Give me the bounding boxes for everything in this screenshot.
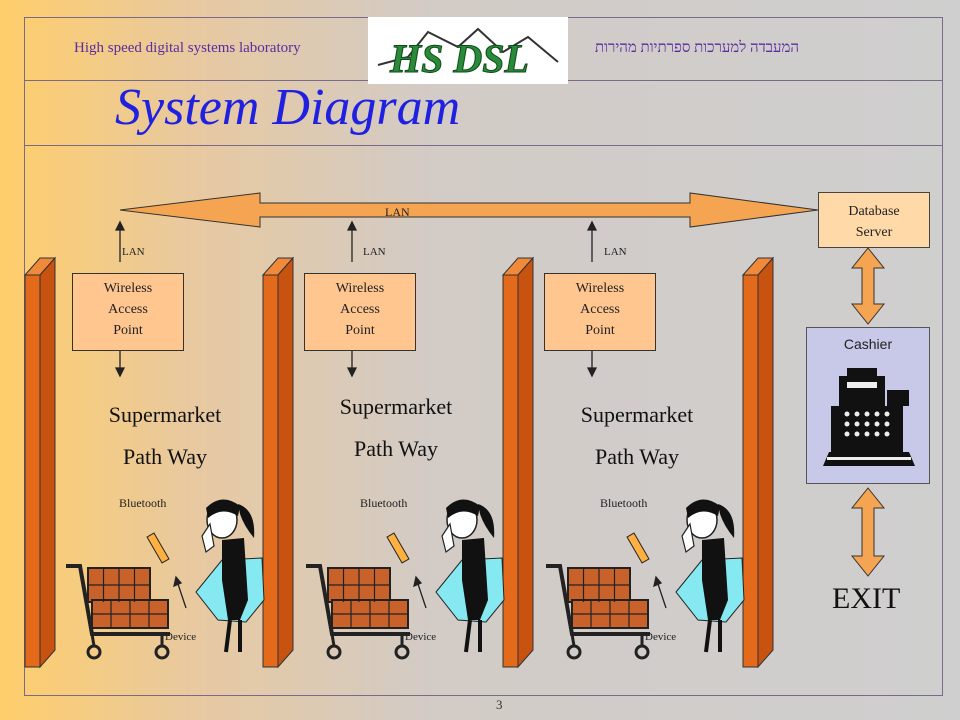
shopper-2 [435,499,505,653]
wireless-access-point-1: Wireless Access Point [72,273,184,351]
shopper-3 [675,499,745,653]
ap-1-line3: Point [113,323,143,338]
db-cashier-double-arrow [850,247,886,325]
path-3-line1: Supermarket [580,402,694,427]
device-label-2: Device [405,631,437,643]
device-label-3: Device [645,631,677,643]
cashier-exit-double-arrow [850,487,886,577]
database-server-line1: Database [848,204,900,219]
lane-3-arrows [586,220,667,609]
lab-name-english: High speed digital systems laboratory [74,40,301,56]
cashier-label: Cashier [843,336,893,352]
shelf-4 [741,256,775,669]
bluetooth-device-3 [626,532,650,564]
ap-2-line2: Access [340,302,380,317]
lan-backbone-arrow [119,192,819,228]
path-way-label-1: Supermarket Path Way [75,394,255,478]
logo-graphic: HS DSL [377,27,559,82]
bluetooth-label-2: Bluetooth [360,496,408,510]
ap-3-line2: Access [580,302,620,317]
path-2-line2: Path Way [354,436,438,461]
title-divider [24,145,943,146]
ap-1-line2: Access [108,302,148,317]
page-number: 3 [496,697,503,712]
path-way-label-2: Supermarket Path Way [306,386,486,470]
path-1-line1: Supermarket [108,402,222,427]
lane-2-arrows [346,220,427,609]
database-server-box: Database Server [818,192,930,248]
wireless-access-point-3: Wireless Access Point [544,273,656,351]
shelf-2 [261,256,295,669]
shelf-3 [501,256,535,669]
bluetooth-label-1: Bluetooth [119,496,167,510]
shopper-1 [195,499,265,653]
ap-1-line1: Wireless [103,281,153,296]
lane-figures [66,499,745,660]
shelf-1 [23,256,57,669]
bluetooth-device-2 [386,532,410,564]
page-title: System Diagram [115,79,461,136]
lane-2-lan-label: LAN [363,246,386,258]
shopping-cart-3 [546,564,650,660]
lane-1-arrows [114,220,187,609]
lane-3-lan-label: LAN [604,246,627,258]
exit-label: EXIT [832,582,901,615]
lane-1-lan-label: LAN [122,246,145,258]
cashier-panel: Cashier [806,327,930,484]
path-2-line1: Supermarket [339,394,453,419]
cash-register-icon [823,368,915,466]
path-way-label-3: Supermarket Path Way [547,394,727,478]
path-3-line2: Path Way [595,444,679,469]
shopping-cart-1 [66,564,170,660]
shopping-cart-2 [306,564,410,660]
hsdsl-logo: HS DSL [368,17,568,84]
bluetooth-label-3: Bluetooth [600,496,648,510]
ap-2-line3: Point [345,323,375,338]
wireless-access-point-2: Wireless Access Point [304,273,416,351]
ap-2-line1: Wireless [335,281,385,296]
lan-backbone-label: LAN [385,205,410,219]
lab-name-hebrew: המעבדה למערכות ספרתיות מהירות [595,40,800,56]
logo-lettering: HS DSL [389,36,529,81]
ap-3-line1: Wireless [575,281,625,296]
path-1-line2: Path Way [123,444,207,469]
database-server-line2: Server [855,225,893,240]
bluetooth-device-1 [146,532,170,564]
ap-3-line3: Point [585,323,615,338]
device-label-1: Device [165,631,197,643]
